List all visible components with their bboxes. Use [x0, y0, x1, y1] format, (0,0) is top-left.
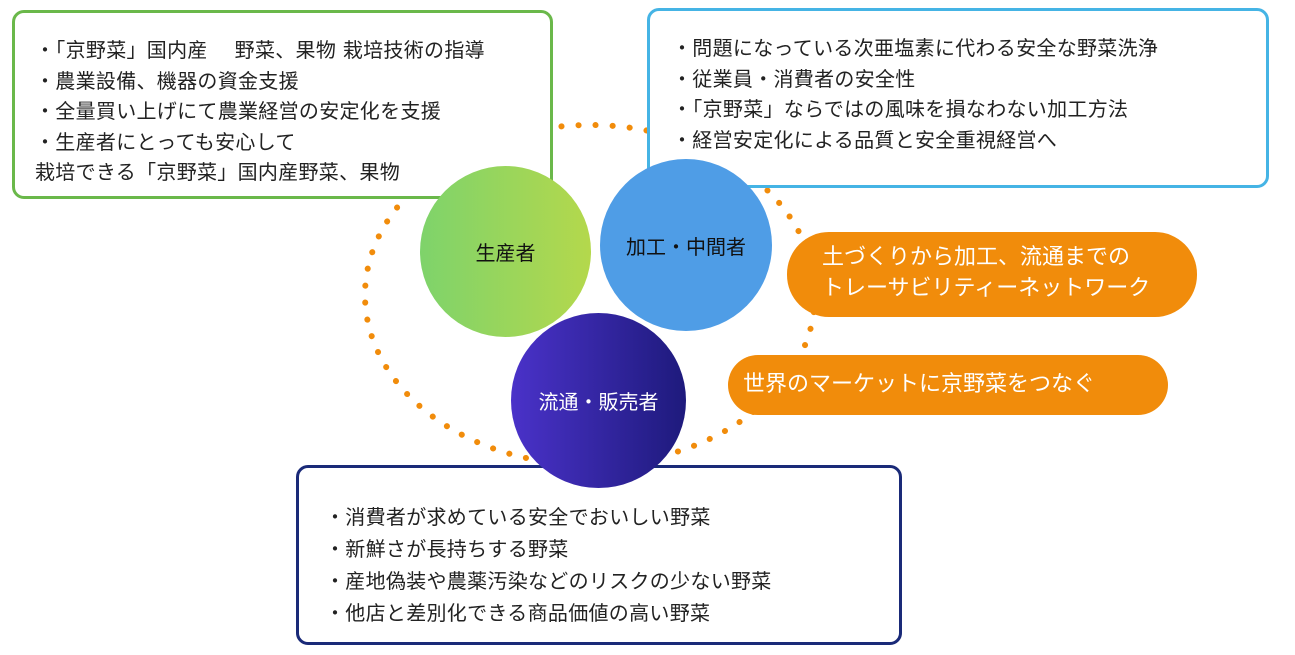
retailer-line: ・産地偽装や農薬汚染などのリスクの少ない野菜 — [325, 569, 772, 593]
producer-line: ・農業設備、機器の資金支援 — [35, 68, 299, 93]
processor-circle-label: 加工・中間者 — [626, 234, 746, 259]
producer-line: 栽培できる「京野菜」国内産野菜、果物 — [35, 160, 400, 184]
processor-box: ・問題になっている次亜塩素に代わる安全な野菜洗浄 ・従業員・消費者の安全性 ・「… — [647, 8, 1269, 188]
retailer-circle-label: 流通・販売者 — [538, 390, 659, 414]
processor-line: ・問題になっている次亜塩素に代わる安全な野菜洗浄 — [672, 36, 1159, 60]
processor-line: ・「京野菜」ならではの風味を損なわない加工方法 — [672, 97, 1129, 121]
world-market-pill-label: 世界のマーケットに京野菜をつなぐ — [743, 372, 1096, 397]
producer-box: ・「京野菜」国内産 野菜、果物 栽培技術の指導 ・農業設備、機器の資金支援 ・全… — [12, 10, 553, 199]
retailer-line: ・新鮮さが長持ちする野菜 — [325, 537, 569, 561]
producer-line: ・「京野菜」国内産 野菜、果物 栽培技術の指導 — [35, 38, 485, 62]
producer-line: ・全量買い上げにて農業経営の安定化を支援 — [35, 99, 441, 123]
traceability-pill: 土づくりから加工、流通までの トレーサビリティーネットワーク — [787, 232, 1197, 317]
retailer-line: ・他店と差別化できる商品価値の高い野菜 — [325, 601, 711, 625]
world-market-pill: 世界のマーケットに京野菜をつなぐ — [728, 355, 1168, 415]
producer-circle-label: 生産者 — [475, 241, 536, 265]
processor-line: ・従業員・消費者の安全性 — [672, 66, 916, 91]
traceability-pill-line: トレーサビリティーネットワーク — [822, 276, 1151, 301]
retailer-line: ・消費者が求めている安全でおいしい野菜 — [325, 505, 711, 529]
producer-circle: 生産者 — [420, 166, 591, 337]
processor-line: ・経営安定化による品質と安全重視経営へ — [672, 127, 1058, 152]
retailer-box: ・消費者が求めている安全でおいしい野菜 ・新鮮さが長持ちする野菜 ・産地偽装や農… — [296, 465, 902, 645]
traceability-pill-line: 土づくりから加工、流通までの — [822, 245, 1131, 270]
producer-line: ・生産者にとっても安心して — [35, 129, 296, 154]
processor-circle: 加工・中間者 — [600, 159, 772, 331]
retailer-circle: 流通・販売者 — [511, 313, 686, 488]
